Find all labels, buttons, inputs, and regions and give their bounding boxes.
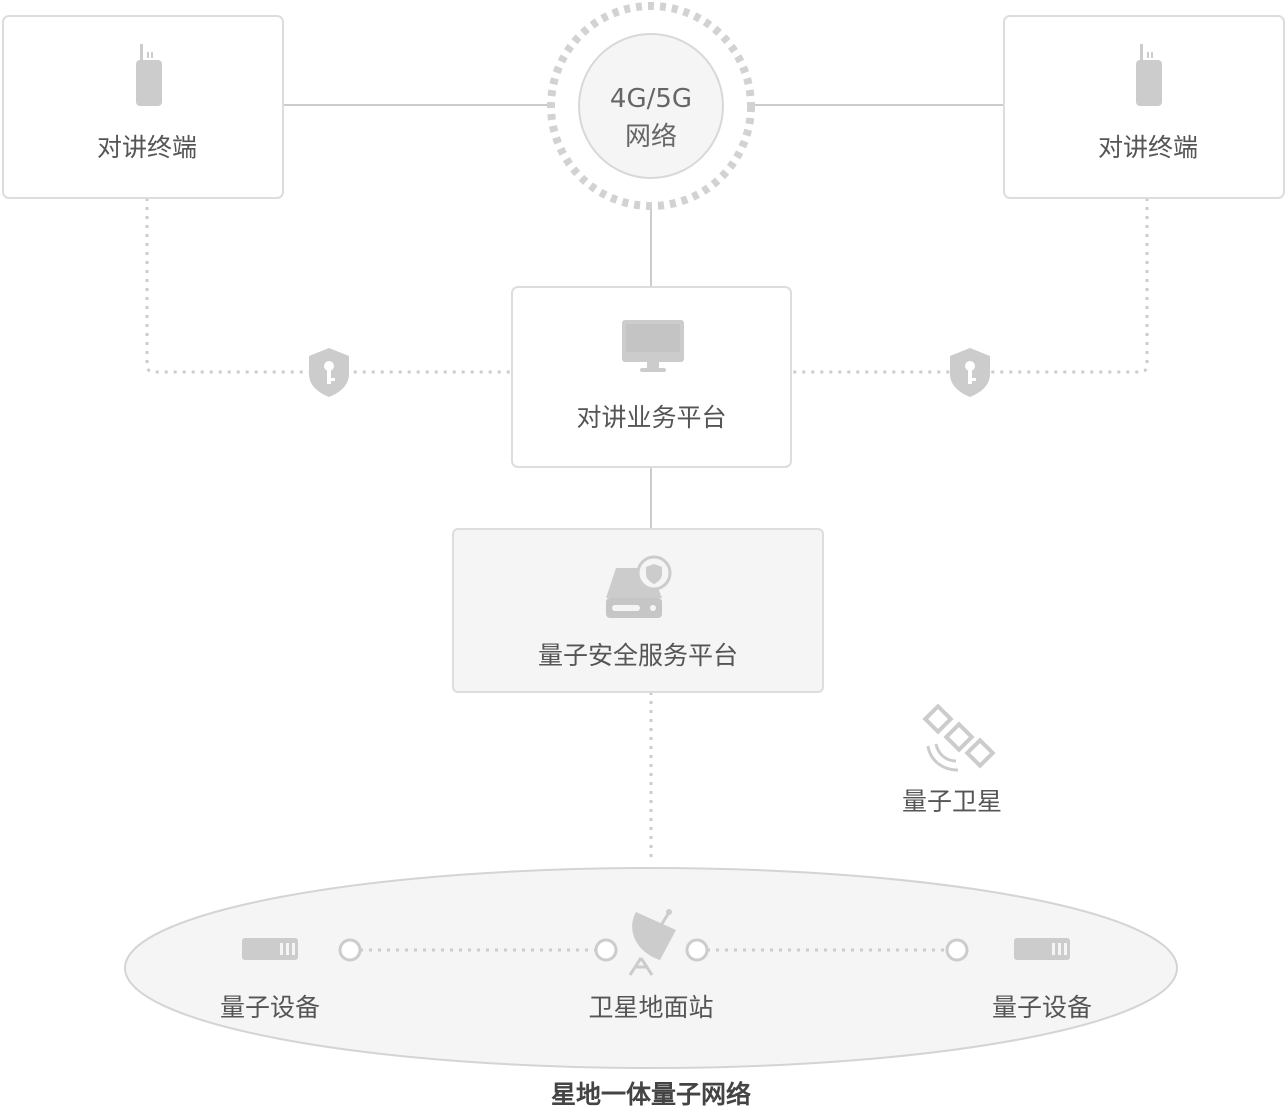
- terminal-right-label: 对讲终端: [1097, 133, 1198, 162]
- solid-connectors: [283, 104, 1005, 529]
- key-shield-icon: [950, 348, 990, 397]
- network-label-line2: 网络: [624, 122, 677, 152]
- right-device-label: 量子设备: [991, 993, 1092, 1022]
- ptt-platform-label: 对讲业务平台: [576, 403, 727, 432]
- key-shield-icon: [309, 348, 349, 397]
- ground-network-ellipse: [124, 867, 1178, 1069]
- walkie-talkie-icon: [1136, 44, 1162, 106]
- satellite-dish-icon: [628, 909, 676, 976]
- terminal-left-box: [2, 15, 284, 199]
- satellite-icon: [922, 703, 996, 772]
- quantum-platform-label: 量子安全服务平台: [537, 641, 738, 670]
- network-label-line1: 4G/5G: [609, 84, 693, 114]
- ptt-platform-box: [511, 286, 792, 468]
- monitor-icon: [622, 320, 684, 372]
- link-nodes: [338, 938, 969, 962]
- server-icon: [242, 938, 298, 960]
- terminal-left-label: 对讲终端: [96, 133, 197, 162]
- terminal-right-box: [1003, 15, 1285, 199]
- walkie-talkie-icon: [136, 44, 162, 106]
- satellite-label: 量子卫星: [901, 787, 1002, 816]
- server-icon: [1014, 938, 1070, 960]
- network-circle: [578, 33, 724, 179]
- ground-network-caption: 星地一体量子网络: [550, 1080, 751, 1109]
- station-label: 卫星地面站: [588, 993, 714, 1022]
- dotted-connectors: [145, 198, 1149, 952]
- secure-drive-icon: [606, 555, 672, 618]
- left-device-label: 量子设备: [219, 993, 320, 1022]
